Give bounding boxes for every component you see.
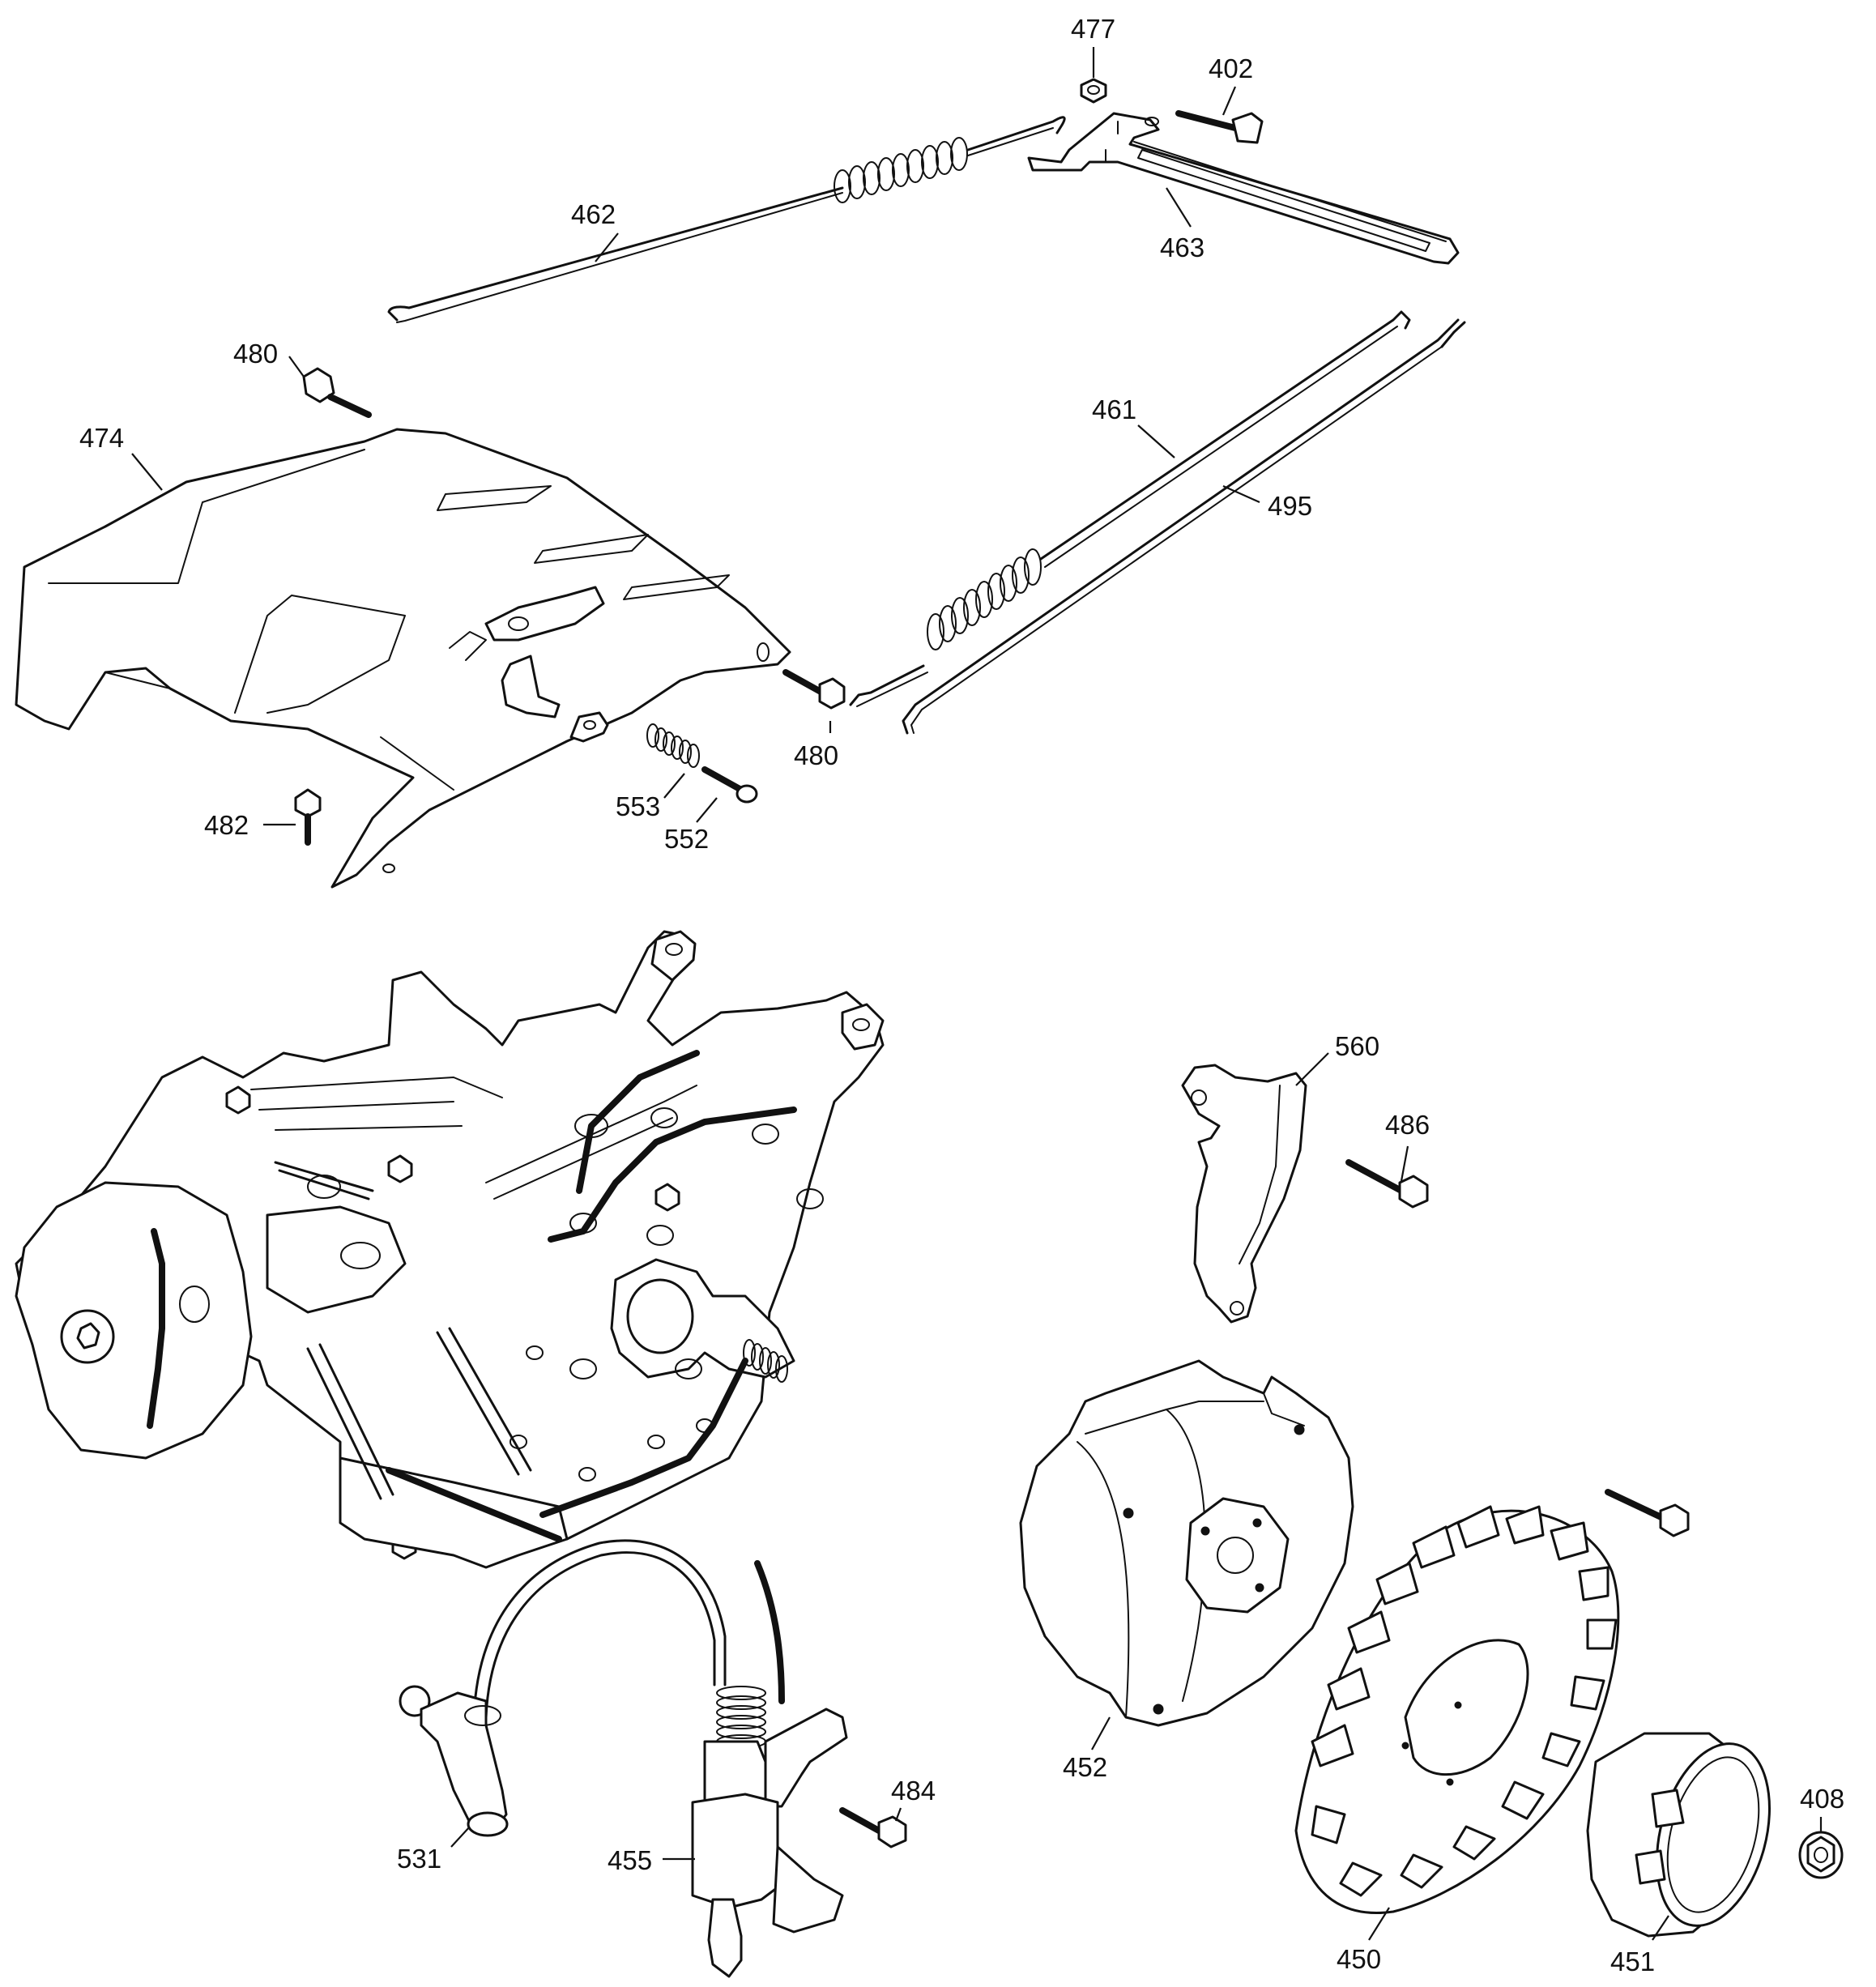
leader-lines (131, 47, 1823, 1941)
part-482-bolt (294, 788, 322, 846)
part-455-ignition-coil (691, 1686, 848, 1978)
part-560-bracket (1181, 1064, 1307, 1324)
part-486-bolt (1345, 1159, 1429, 1209)
callout-labels: 477 402 462 463 480 474 461 495 480 553 … (79, 14, 1844, 1976)
part-480-bolt-a (302, 367, 372, 418)
label-484: 484 (891, 1776, 936, 1806)
label-531: 531 (397, 1844, 441, 1874)
label-451: 451 (1610, 1946, 1655, 1976)
part-452-flywheel-shroud (1019, 1359, 1354, 1727)
label-402: 402 (1209, 53, 1253, 83)
label-408: 408 (1800, 1784, 1844, 1814)
label-461: 461 (1092, 394, 1136, 424)
label-553: 553 (616, 791, 660, 821)
label-462: 462 (571, 199, 616, 229)
label-474: 474 (79, 423, 124, 453)
part-461-spring-rod (849, 310, 1411, 707)
label-482: 482 (204, 810, 249, 840)
part-463-bracket (1027, 112, 1460, 265)
label-452: 452 (1063, 1752, 1107, 1782)
label-480a: 480 (233, 339, 278, 369)
label-552: 552 (664, 824, 709, 854)
part-402-bolt (1175, 110, 1264, 144)
label-480b: 480 (794, 740, 838, 770)
label-486: 486 (1385, 1110, 1430, 1140)
flywheel-bolt (1605, 1489, 1690, 1537)
label-495: 495 (1268, 491, 1312, 521)
part-408-flange-nut (1798, 1831, 1844, 1879)
part-451-starter-cup (1586, 1732, 1771, 1938)
label-477: 477 (1071, 14, 1115, 44)
part-552-screw (701, 766, 758, 804)
label-450: 450 (1337, 1944, 1381, 1974)
label-455: 455 (608, 1845, 652, 1875)
part-495-rod (902, 318, 1466, 735)
part-484-bolt (839, 1807, 907, 1848)
part-480-bolt-b (782, 669, 846, 710)
label-560: 560 (1335, 1031, 1379, 1061)
part-450-flywheel-fan (1294, 1505, 1620, 1914)
part-553-spring (646, 723, 700, 768)
label-463: 463 (1160, 232, 1204, 262)
part-531-spark-plug-boot (399, 1539, 785, 1837)
engine-block (15, 930, 885, 1569)
part-462-spring-rod (387, 116, 1066, 323)
part-474-cover-plate (15, 428, 791, 889)
part-477-nut (1080, 78, 1107, 104)
